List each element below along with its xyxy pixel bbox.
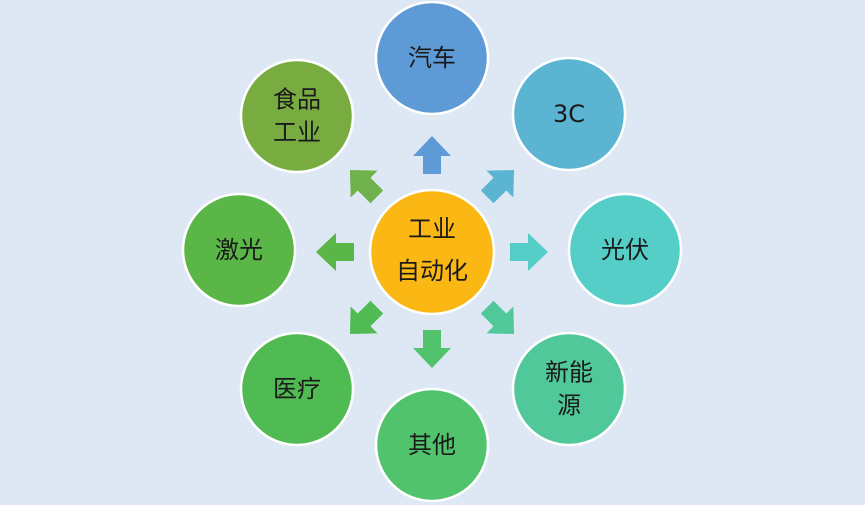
node-label-line: 汽车 [408, 44, 456, 72]
arrow-food [349, 169, 384, 204]
node-label-line: 源 [557, 392, 581, 420]
node-label-line: 激光 [215, 236, 263, 264]
node-label-line: 工业 [408, 215, 456, 243]
node-circle [374, 0, 490, 116]
center-circle [368, 188, 496, 316]
node-laser: 激光 [181, 192, 297, 308]
node-label-line: 新能 [545, 359, 593, 387]
node-circle [511, 331, 627, 447]
node-newenergy: 新能源 [511, 331, 627, 447]
node-label-line: 医疗 [273, 375, 321, 403]
node-other: 其他 [374, 387, 490, 503]
node-label-line: 工业 [273, 119, 321, 147]
arrow-laser [316, 233, 354, 271]
node-label-line: 3C [553, 100, 585, 128]
arrow-other [413, 330, 451, 368]
node-pv: 光伏 [567, 192, 683, 308]
node-3c: 3C [511, 56, 627, 172]
node-auto: 汽车 [374, 0, 490, 116]
node-label-line: 其他 [408, 431, 456, 459]
node-label-line: 光伏 [601, 236, 649, 264]
node-circle [239, 58, 355, 174]
node-circle [511, 56, 627, 172]
node-medical: 医疗 [239, 331, 355, 447]
arrows-layer [316, 136, 548, 368]
arrow-newenergy [480, 300, 515, 335]
node-circle [567, 192, 683, 308]
arrow-medical [349, 300, 384, 335]
node-label-line: 食品 [273, 86, 321, 114]
arrow-pv [510, 233, 548, 271]
arrow-3c [480, 169, 515, 204]
arrow-auto [413, 136, 451, 174]
node-circle [374, 387, 490, 503]
node-circle [181, 192, 297, 308]
node-label-line: 自动化 [396, 257, 468, 285]
node-circle [239, 331, 355, 447]
